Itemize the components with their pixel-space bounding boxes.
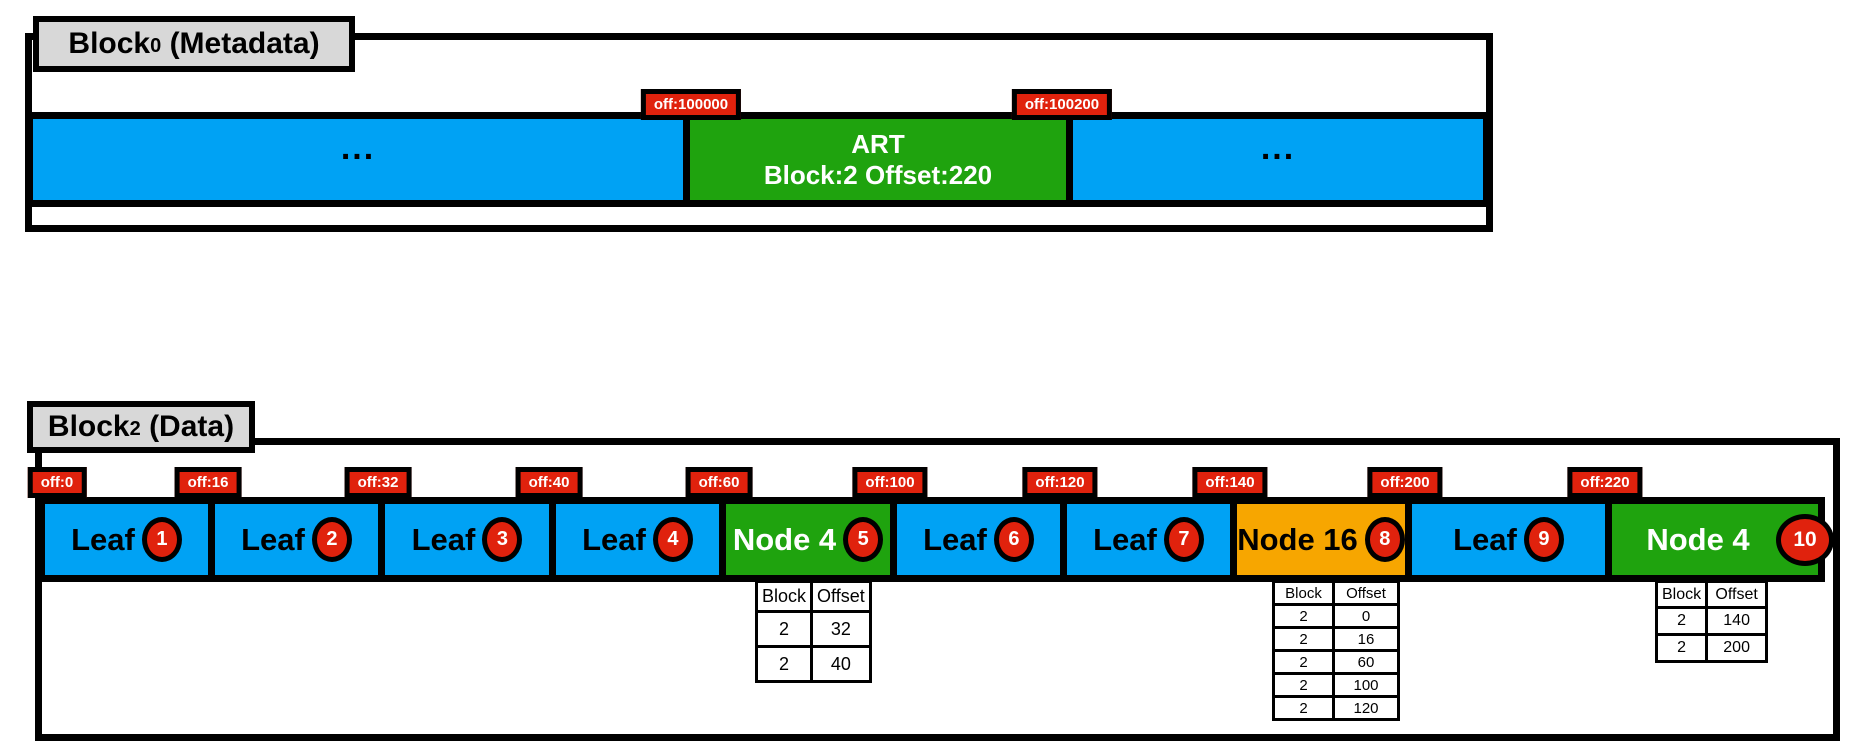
segment-label-2: Leaf — [241, 521, 305, 557]
table-cell: 32 — [810, 610, 872, 648]
table-cell: 2 — [754, 610, 814, 648]
offset-label-100: off:100 — [852, 467, 928, 498]
badge-9: 9 — [1523, 517, 1564, 562]
badge-4: 4 — [652, 517, 693, 562]
table-cell: 0 — [1332, 603, 1400, 629]
segment-label-5: Node 4 — [732, 521, 837, 557]
table-cell: 140 — [1705, 606, 1769, 636]
table-cell: 200 — [1705, 633, 1769, 663]
badge-7: 7 — [1163, 517, 1204, 562]
segment-label-4: Leaf — [582, 521, 646, 557]
table-header-offset: Offset — [810, 580, 872, 613]
table-cell: 2 — [1272, 695, 1335, 721]
badge-8: 8 — [1364, 517, 1405, 562]
table-header-block: Block — [1272, 580, 1335, 606]
offset-label-120: off:120 — [1022, 467, 1098, 498]
art-entry-line2: Block:2 Offset:220 — [763, 159, 993, 190]
offset-label-40: off:40 — [515, 467, 583, 498]
block0-bar: ... ART Block:2 Offset:220 ... — [26, 112, 1490, 207]
badge-2: 2 — [311, 517, 352, 562]
segment-label-9: Leaf — [1453, 521, 1517, 557]
block0-art-entry: ART Block:2 Offset:220 — [683, 119, 1066, 200]
segment-label-7: Leaf — [1093, 521, 1157, 557]
offset-label-0: off:0 — [27, 467, 87, 498]
ellipsis-right: ... — [1260, 129, 1296, 168]
block2-frame — [35, 438, 1840, 741]
art-entry-line1: ART — [851, 128, 905, 159]
offset-label-60: off:60 — [685, 467, 753, 498]
badge-10: 10 — [1776, 513, 1834, 566]
table-cell: 60 — [1332, 649, 1400, 675]
block0-title-suffix: (Metadata) — [161, 27, 320, 60]
offset-label-16: off:16 — [174, 467, 242, 498]
table-cell: 2 — [1654, 633, 1709, 663]
offset-label-140: off:140 — [1192, 467, 1268, 498]
segment-node4-10: Node 4 10 — [1605, 504, 1834, 575]
segment-label-10: Node 4 — [1646, 521, 1750, 557]
art-entry-text: ART Block:2 Offset:220 — [764, 129, 992, 191]
offset-label-220: off:220 — [1567, 467, 1643, 498]
badge-5: 5 — [843, 517, 884, 562]
offset-label-100000: off:100000 — [640, 89, 742, 120]
table-cell: 120 — [1332, 695, 1400, 721]
block0-title-text: Block — [68, 27, 151, 60]
table-header-offset: Offset — [1332, 580, 1400, 606]
table-cell: 2 — [1272, 603, 1335, 629]
offset-label-100200: off:100200 — [1011, 89, 1113, 120]
offset-label-200: off:200 — [1367, 467, 1443, 498]
block2-title-text: Block — [47, 410, 130, 443]
table-cell: 2 — [1272, 672, 1335, 698]
table-header-offset: Offset — [1705, 580, 1769, 609]
table-cell: 2 — [754, 645, 814, 683]
badge-3: 3 — [482, 517, 523, 562]
table-header-block: Block — [754, 580, 814, 613]
ellipsis-left: ... — [340, 129, 376, 168]
block0-region-left: ... — [33, 119, 683, 200]
segment-label-1: Leaf — [71, 521, 135, 557]
block0-region-right: ... — [1066, 119, 1483, 200]
offset-label-32: off:32 — [344, 467, 412, 498]
table-header-block: Block — [1654, 580, 1709, 609]
table-cell: 2 — [1272, 649, 1335, 675]
table-cell: 2 — [1272, 626, 1335, 652]
block2-title-suffix: (Data) — [140, 410, 235, 443]
segment-label-8: Node 16 — [1237, 521, 1358, 557]
table-cell: 40 — [810, 645, 872, 683]
segment-label-3: Leaf — [411, 521, 476, 557]
badge-1: 1 — [141, 517, 182, 562]
segment-label-6: Leaf — [923, 521, 987, 557]
table-cell: 16 — [1332, 626, 1400, 652]
table-cell: 100 — [1332, 672, 1400, 698]
badge-6: 6 — [993, 517, 1034, 562]
table-cell: 2 — [1654, 606, 1709, 636]
